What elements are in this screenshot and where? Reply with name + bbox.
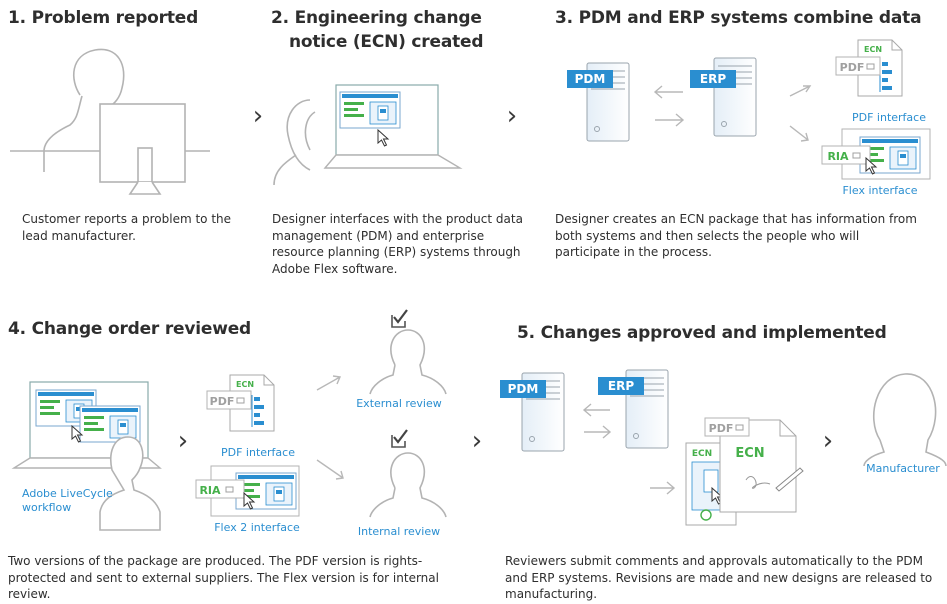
svg-text:PDF interface: PDF interface [221,446,295,459]
svg-text:PDF interface: PDF interface [852,111,926,124]
svg-text:Flex 2 interface: Flex 2 interface [214,521,300,534]
step3-title: 3. PDM and ERP systems combine data [555,8,922,28]
svg-text:›: › [507,101,517,131]
svg-text:PDF: PDF [709,422,734,435]
step2-description: Designer interfaces with the product dat… [272,212,523,276]
step-arrows: › › › › › [178,101,833,456]
step2-title-line1: 2. Engineering change [271,8,482,28]
svg-text:ECN: ECN [864,45,882,54]
svg-text:ECN: ECN [236,380,254,389]
svg-text:RIA: RIA [827,150,849,163]
step5-title: 5. Changes approved and implemented [517,323,887,343]
svg-text:PDM: PDM [575,72,606,86]
step4-review-illustration: Adobe LiveCycle workflow ECN PDF PDF int… [11,308,447,538]
step4-description: Two versions of the package are produced… [8,554,439,601]
step5-implementation-illustration: PDM ERP ECN PDF ECN Manufacturer [500,369,947,526]
step1-title: 1. Problem reported [8,8,199,28]
svg-text:Manufacturer: Manufacturer [866,462,940,475]
step3-description: Designer creates an ECN package that has… [555,212,917,259]
svg-text:PDF: PDF [210,395,235,408]
svg-text:ECN: ECN [735,446,764,461]
svg-text:PDM: PDM [508,382,539,396]
step1-customer-illustration [10,48,210,195]
svg-text:RIA: RIA [199,484,221,497]
svg-text:›: › [472,426,482,456]
svg-text:›: › [253,101,263,131]
svg-text:Adobe LiveCycle: Adobe LiveCycle [22,487,113,500]
step2-title-line2: notice (ECN) created [289,32,484,52]
svg-text:ERP: ERP [608,379,634,393]
svg-text:workflow: workflow [22,501,71,514]
step3-systems-illustration: PDM ERP ECN PDF PDF interface RIA Flex i… [567,39,931,197]
svg-text:External review: External review [356,397,442,410]
svg-text:›: › [823,426,833,456]
step5-description: Reviewers submit comments and approvals … [505,554,933,601]
svg-text:›: › [178,426,188,456]
svg-text:ERP: ERP [700,72,726,86]
step1-description: Customer reports a problem to the lead m… [22,212,232,243]
step4-title: 4. Change order reviewed [8,319,251,339]
step2-designer-illustration [273,84,463,186]
svg-text:PDF: PDF [840,61,865,74]
svg-text:Internal review: Internal review [358,525,440,538]
svg-text:ECN: ECN [692,449,712,459]
svg-text:Flex interface: Flex interface [842,184,917,197]
